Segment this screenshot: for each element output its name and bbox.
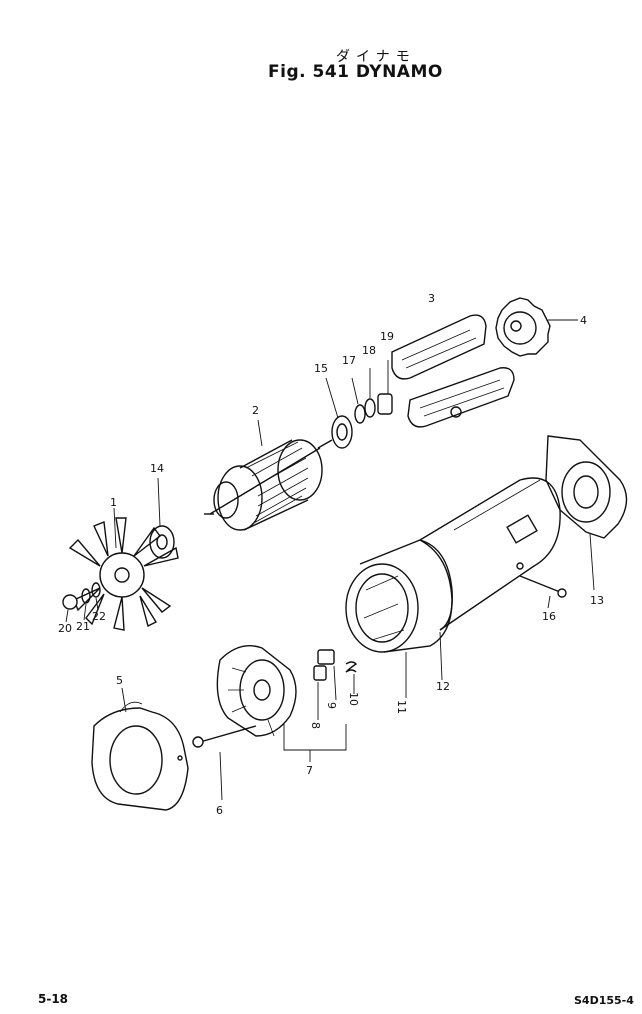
part-13-end-cover xyxy=(545,435,628,539)
callout-10: 10 xyxy=(347,692,360,706)
callout-15: 15 xyxy=(314,362,328,375)
callout-9: 9 xyxy=(325,702,338,709)
callout-1: 1 xyxy=(110,496,117,509)
part-16-bolt xyxy=(519,575,567,598)
part-4-gear xyxy=(495,297,551,357)
part-7-brush-holder xyxy=(216,645,297,737)
callout-14: 14 xyxy=(150,462,164,475)
callout-11: 11 xyxy=(395,700,408,714)
part-2-armature xyxy=(204,439,333,531)
part-17-washer xyxy=(354,404,366,424)
part-5-cover xyxy=(91,701,189,811)
part-9-brush-holder xyxy=(317,649,335,665)
part-11-field-coil xyxy=(345,539,453,653)
callout-22: 22 xyxy=(92,610,106,623)
callout-12: 12 xyxy=(436,680,450,693)
callout-19: 19 xyxy=(380,330,394,343)
part-22-washer xyxy=(91,582,101,598)
callout-4: 4 xyxy=(580,314,587,327)
callout-21: 21 xyxy=(76,620,90,633)
part-21-washer xyxy=(81,588,91,604)
part-1-fan xyxy=(68,517,179,631)
part-19-nut xyxy=(377,393,393,415)
callout-13: 13 xyxy=(590,594,604,607)
callout-3: 3 xyxy=(428,292,435,305)
callout-7: 7 xyxy=(306,764,313,777)
part-3-bracket xyxy=(391,314,515,428)
callout-18: 18 xyxy=(362,344,376,357)
callout-2: 2 xyxy=(252,404,259,417)
part-8-brush xyxy=(313,665,327,681)
part-20-nut xyxy=(62,594,78,610)
callout-16: 16 xyxy=(542,610,556,623)
part-12-yoke xyxy=(419,477,561,631)
part-14-bearing xyxy=(149,525,175,559)
part-10-spring xyxy=(345,661,358,673)
callout-5: 5 xyxy=(116,674,123,687)
callout-17: 17 xyxy=(342,354,356,367)
part-18-washer xyxy=(364,398,376,418)
callout-6: 6 xyxy=(216,804,223,817)
page-number: 5-18 xyxy=(38,992,69,1006)
part-6-through-bolt xyxy=(192,725,257,748)
document-code: S4D155-4 xyxy=(574,994,634,1007)
callout-8: 8 xyxy=(309,722,322,729)
title-japanese: ダイナモ xyxy=(336,49,416,65)
part-15-bearing xyxy=(331,415,353,449)
callout-20: 20 xyxy=(58,622,72,635)
figure-title: Fig. 541 DYNAMO xyxy=(268,62,443,82)
